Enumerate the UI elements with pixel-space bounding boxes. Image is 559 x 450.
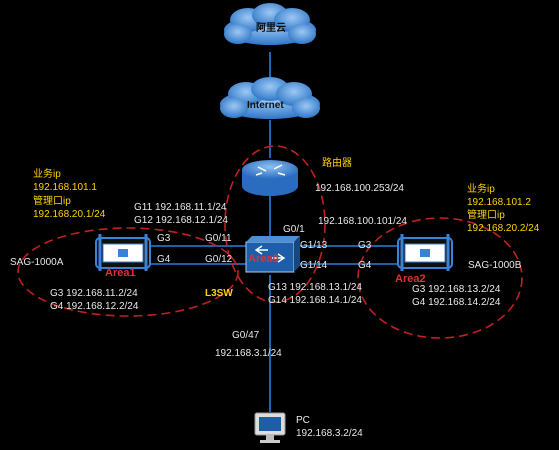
- switch-port-g011: G0/11: [205, 233, 232, 244]
- switch-g047-ip: 192.168.3.1/24: [215, 348, 282, 359]
- sag-a-biz-label: 业务ip: [33, 167, 61, 180]
- pc-ip: 192.168.3.2/24: [296, 428, 363, 439]
- sag-b-g3-ip: G3 192.168.13.2/24: [412, 284, 501, 295]
- sag-b-port-g4: G4: [358, 260, 372, 271]
- router-icon: [242, 160, 298, 196]
- sag-a-mgmt-label: 管理口ip: [33, 194, 71, 207]
- aliyun-cloud-icon: [224, 3, 316, 45]
- area0-label: Area0: [248, 253, 279, 265]
- router-ip: 192.168.100.253/24: [315, 183, 404, 194]
- sag-a-port-g4: G4: [157, 254, 171, 265]
- sag-a-g3-ip: G3 192.168.11.2/24: [50, 288, 138, 299]
- sag-a-port-g3: G3: [157, 233, 171, 244]
- sag-b-name: SAG-1000B: [468, 260, 522, 271]
- switch-port-g113: G1/13: [300, 240, 328, 251]
- area2-boundary: [357, 217, 523, 339]
- switch-port-g047: G0/47: [232, 330, 260, 341]
- sag-1000a-device-icon: [95, 234, 151, 271]
- switch-port-g01: G0/1: [283, 224, 305, 235]
- switch-g01-ip: 192.168.100.101/24: [318, 216, 407, 227]
- switch-g12-ip: G12 192.168.12.1/24: [134, 215, 228, 226]
- aliyun-cloud-label: 阿里云: [256, 22, 286, 34]
- switch-g14-ip: G14 192.168.14.1/24: [268, 295, 362, 306]
- area1-label: Area1: [105, 267, 136, 279]
- sag-a-g4-ip: G4 192.168.12.2/24: [50, 301, 139, 312]
- area0-boundary: [224, 145, 326, 303]
- sag-1000b-device-icon: [397, 234, 453, 271]
- internet-cloud-label: Internet: [247, 100, 284, 111]
- area-boundaries: [17, 145, 523, 339]
- sag-b-biz-ip: 192.168.101.2: [467, 197, 531, 208]
- area1-boundary: [17, 227, 239, 317]
- switch-port-g012: G0/12: [205, 254, 233, 265]
- sag-b-mgmt-ip: 192.168.20.2/24: [467, 223, 540, 234]
- internet-cloud-icon: [220, 77, 320, 119]
- area2-label: Area2: [395, 273, 426, 285]
- sag-b-biz-label: 业务ip: [467, 182, 495, 195]
- switch-g11-ip: G11 192.168.11.1/24: [134, 202, 227, 213]
- pc-label: PC: [296, 415, 310, 426]
- l3-switch-icon: [245, 236, 300, 273]
- sag-b-port-g3: G3: [358, 240, 372, 251]
- links: [150, 52, 398, 412]
- sag-a-mgmt-ip: 192.168.20.1/24: [33, 209, 106, 220]
- sag-b-mgmt-label: 管理口ip: [467, 208, 505, 221]
- sag-a-biz-ip: 192.168.101.1: [33, 182, 97, 193]
- pc-icon: [254, 412, 286, 443]
- router-label: 路由器: [322, 156, 352, 169]
- sag-b-g4-ip: G4 192.168.14.2/24: [412, 297, 501, 308]
- sag-a-name: SAG-1000A: [10, 257, 64, 268]
- switch-port-g114: G1/14: [300, 260, 328, 271]
- switch-label: L3SW: [205, 288, 233, 299]
- switch-g13-ip: G13 192.168.13.1/24: [268, 282, 362, 293]
